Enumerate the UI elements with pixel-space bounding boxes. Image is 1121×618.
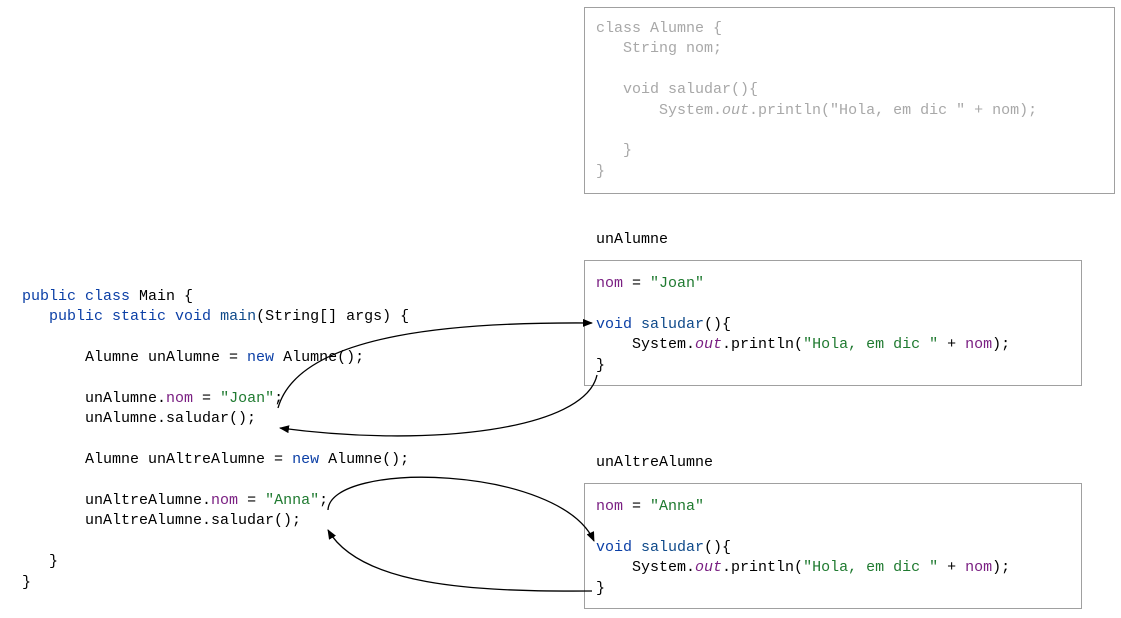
line-assign-anna-a: unAltreAlumne. — [85, 492, 212, 510]
line-call-saludar-1: unAlumne.saludar(); — [85, 410, 257, 428]
instance2-println-out: out — [695, 559, 723, 577]
class-decl: class Alumne { — [596, 20, 723, 37]
instance1-println-out: out — [695, 336, 723, 354]
main-method-params: (String[] args) { — [256, 308, 410, 326]
instance2-println-string: "Hola, em dic " — [803, 559, 939, 577]
line-create-alumne-a: Alumne unAlumne = — [85, 349, 248, 367]
class-method-signature: void saludar(){ — [623, 81, 759, 99]
instance1-println-field: nom — [965, 336, 993, 354]
instance1-println-plus: + — [938, 336, 966, 354]
instance2-println-obj: System. — [632, 559, 696, 577]
instance-code-unalumne: nom = "Joan" void saludar(){ System.out.… — [596, 274, 1010, 376]
main-method-close: } — [49, 553, 59, 571]
instance1-close: } — [596, 356, 606, 374]
instance2-println-mid: .println( — [722, 559, 804, 577]
instance2-method-name: saludar — [641, 538, 705, 556]
class-method-close: } — [623, 142, 633, 160]
line-create-altre-b: Alumne(); — [319, 451, 410, 469]
line-assign-anna-string: "Anna" — [265, 492, 320, 510]
line-assign-joan-string: "Joan" — [220, 390, 275, 408]
main-method-keywords: public static void — [49, 308, 212, 326]
class-close: } — [596, 162, 606, 180]
instance-label-unalumne: unAlumne — [596, 231, 669, 248]
line-create-altre-a: Alumne unAltreAlumne = — [85, 451, 293, 469]
line-assign-joan-a: unAlumne. — [85, 390, 167, 408]
line-assign-anna-eq: = — [238, 492, 266, 510]
instance1-println-mid: .println( — [722, 336, 804, 354]
instance1-field: nom — [596, 275, 624, 292]
instance2-method-kw: void — [596, 538, 633, 556]
main-class-name: Main { — [130, 288, 194, 305]
main-program-code: public class Main { public static void m… — [22, 287, 409, 593]
instance2-println-plus: + — [938, 559, 966, 577]
class-println-out: out — [722, 101, 750, 119]
line-assign-joan-end: ; — [274, 390, 284, 408]
line-call-saludar-2: unAltreAlumne.saludar(); — [85, 512, 302, 530]
class-println-object: System. — [659, 101, 723, 119]
instance2-eq: = — [623, 498, 651, 515]
instance-box-unaltrealumne: nom = "Anna" void saludar(){ System.out.… — [584, 483, 1082, 609]
main-method-name: main — [220, 308, 257, 326]
line-assign-anna-field: nom — [211, 492, 239, 510]
instance1-method-kw: void — [596, 315, 633, 333]
class-field: String nom; — [623, 40, 723, 58]
instance2-println-field: nom — [965, 559, 993, 577]
instance1-value: "Joan" — [650, 275, 705, 292]
instance1-println-string: "Hola, em dic " — [803, 336, 939, 354]
class-definition-box: class Alumne { String nom; void saludar(… — [584, 7, 1115, 194]
instance2-println-end: ); — [992, 559, 1011, 577]
class-println-rest: .println("Hola, em dic " + nom); — [749, 101, 1038, 119]
instance2-close: } — [596, 579, 606, 597]
instance1-println-end: ); — [992, 336, 1011, 354]
instance2-value: "Anna" — [650, 498, 705, 515]
instance-code-unaltrealumne: nom = "Anna" void saludar(){ System.out.… — [596, 497, 1010, 599]
line-create-alumne-new: new — [247, 349, 275, 367]
instance-label-unaltrealumne: unAltreAlumne — [596, 454, 714, 471]
line-assign-joan-field: nom — [166, 390, 194, 408]
instance2-field: nom — [596, 498, 624, 515]
main-class-keyword: public class — [22, 288, 131, 305]
line-assign-anna-end: ; — [319, 492, 329, 510]
line-create-alumne-b: Alumne(); — [274, 349, 365, 367]
instance1-method-rest: (){ — [704, 315, 732, 333]
main-class-close: } — [22, 573, 32, 591]
instance2-method-rest: (){ — [704, 538, 732, 556]
instance1-method-name: saludar — [641, 315, 705, 333]
line-create-altre-new: new — [292, 451, 320, 469]
instance1-println-obj: System. — [632, 336, 696, 354]
instance-box-unalumne: nom = "Joan" void saludar(){ System.out.… — [584, 260, 1082, 386]
instance1-eq: = — [623, 275, 651, 292]
class-definition-code: class Alumne { String nom; void saludar(… — [596, 19, 1037, 182]
line-assign-joan-eq: = — [193, 390, 221, 408]
